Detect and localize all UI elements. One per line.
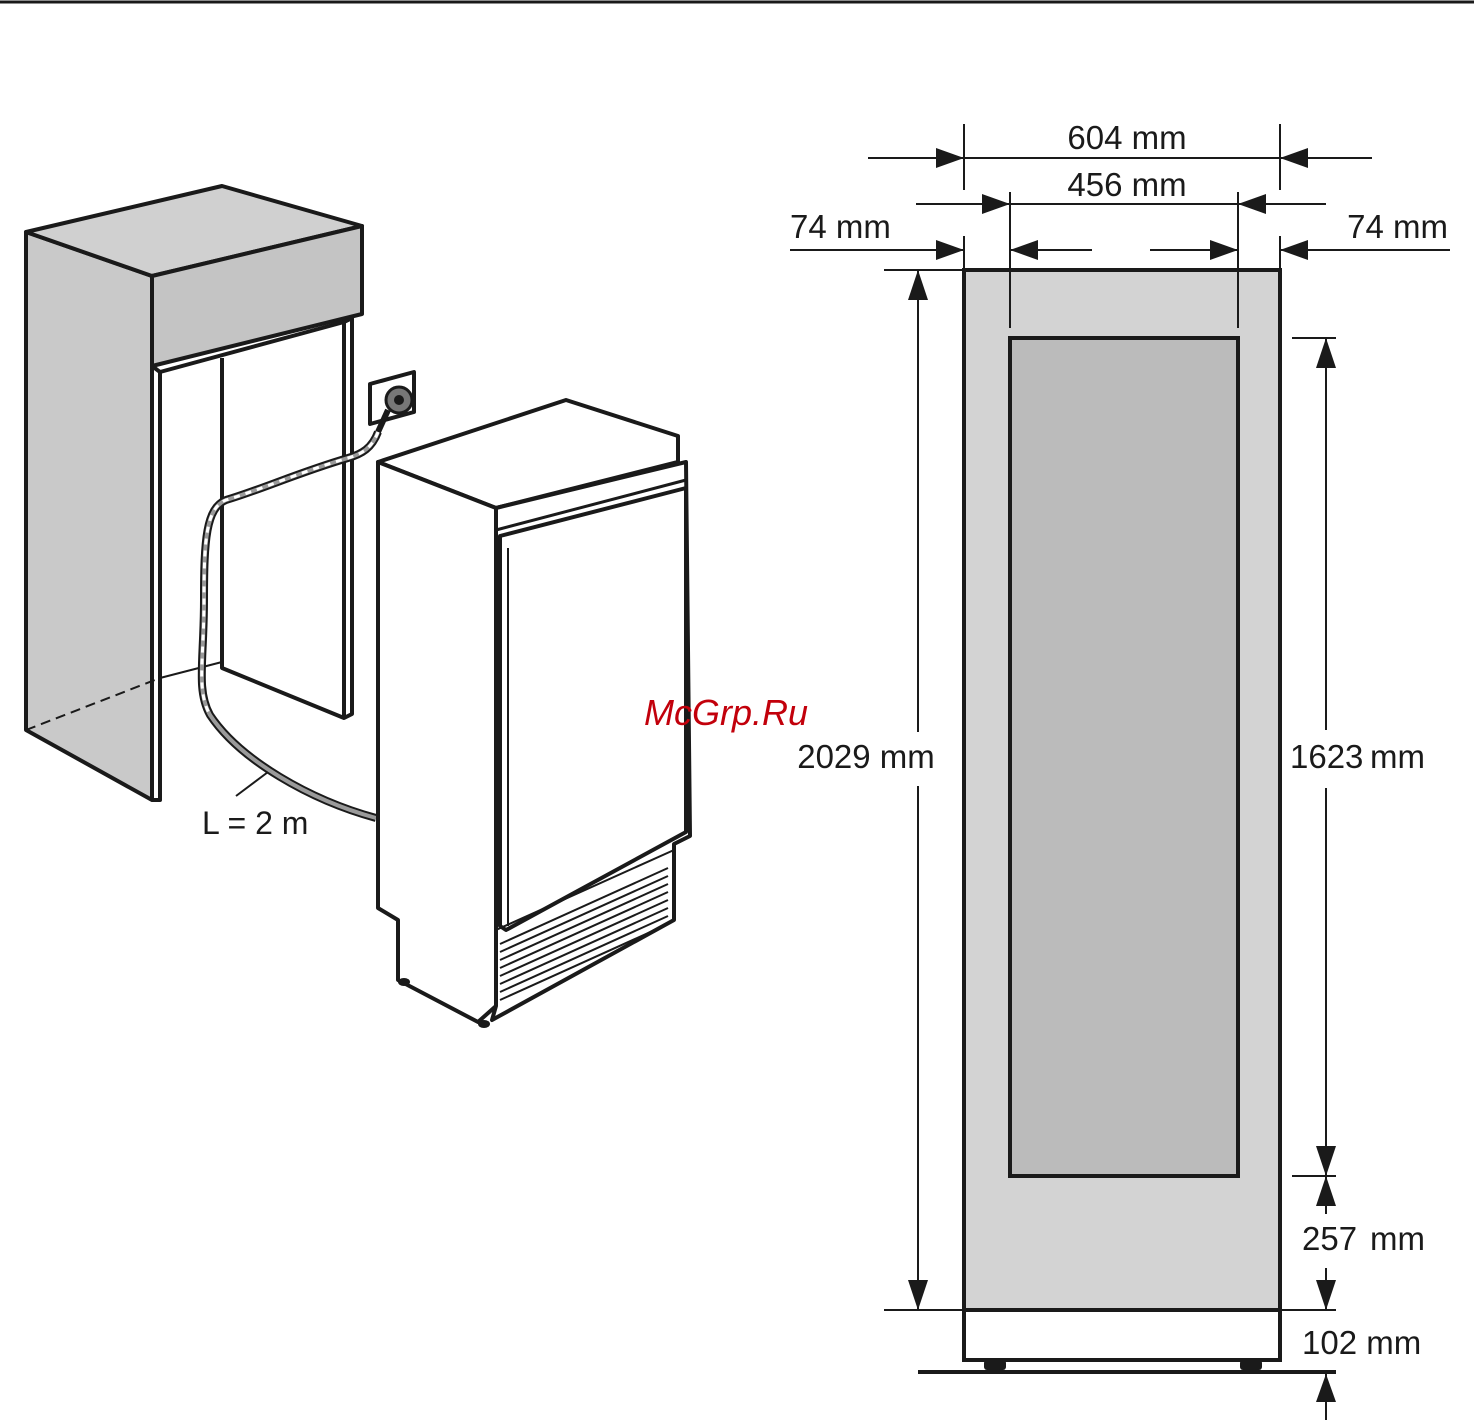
panel-height-value: 1623 <box>1290 738 1363 775</box>
total-height-label: 2029 mm <box>797 738 935 775</box>
right-margin-label: 74 mm <box>1347 208 1448 245</box>
housing-cabinet <box>26 186 362 800</box>
cable-length-label: L = 2 m <box>202 805 308 841</box>
dimension-drawing: 604 mm 456 mm 74 mm 74 mm <box>790 119 1450 1420</box>
plinth-height-label: 102 mm <box>1302 1324 1421 1361</box>
dim-plinth-height <box>1316 1372 1336 1420</box>
bottom-offset-unit: mm <box>1370 1220 1425 1257</box>
decor-panel <box>1010 338 1238 1176</box>
cabinet-side-panel <box>26 232 152 800</box>
total-width-label: 604 mm <box>1067 119 1186 156</box>
appliance-side <box>378 462 496 1022</box>
cabinet-back-wall <box>222 318 352 718</box>
dim-total-height <box>884 270 964 1310</box>
bottom-offset-value: 257 <box>1302 1220 1357 1257</box>
foot-right <box>1240 1360 1262 1370</box>
plinth <box>964 1310 1280 1360</box>
watermark-text: McGrp.Ru <box>644 692 808 733</box>
panel-width-label: 456 mm <box>1067 166 1186 203</box>
left-margin-label: 74 mm <box>790 208 891 245</box>
panel-height-unit: mm <box>1370 738 1425 775</box>
foot-left <box>984 1360 1006 1370</box>
wall-socket <box>370 372 414 432</box>
installation-illustration: L = 2 m <box>26 186 690 1028</box>
